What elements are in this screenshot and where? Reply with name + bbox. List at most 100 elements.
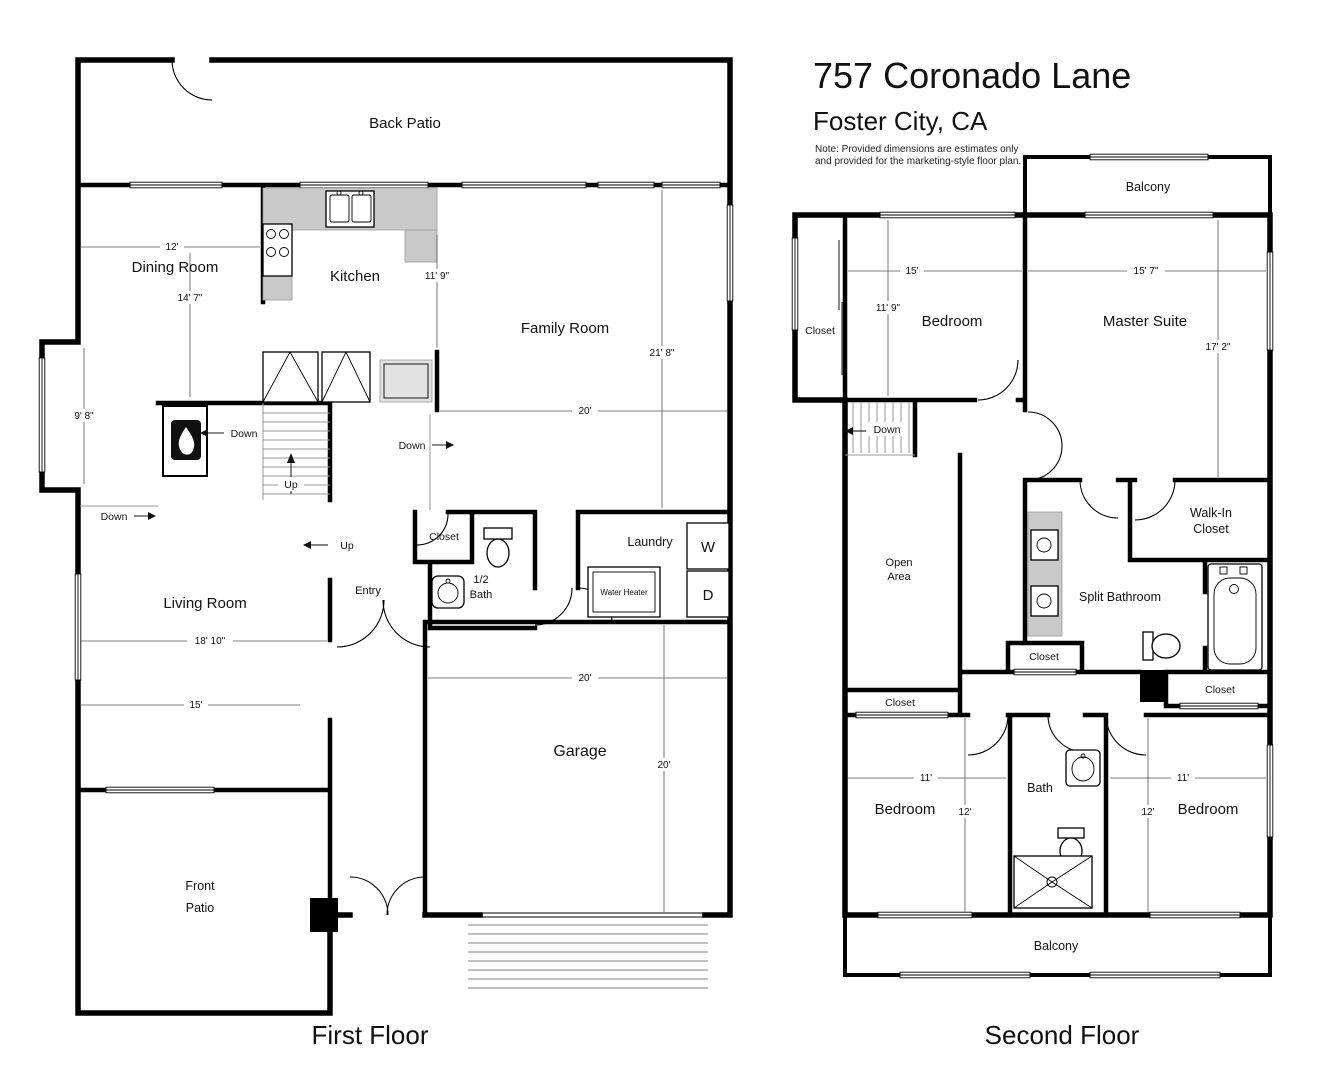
window <box>1266 744 1274 838</box>
sf-split-bathroom <box>1027 511 1263 671</box>
first-floor-plan: Up <box>38 57 734 1050</box>
svg-text:11' 9": 11' 9" <box>425 271 450 282</box>
dim-bedroom-tl-width: 15' <box>848 264 1022 277</box>
bedroom-bl-door-arc <box>967 714 1009 756</box>
sf-bath <box>1013 749 1101 909</box>
ff-doors <box>171 59 705 918</box>
slider-door <box>1149 911 1241 919</box>
svg-text:15' 7": 15' 7" <box>1134 266 1159 277</box>
stairs-up-label: Up <box>284 479 298 491</box>
sf-room-labels: Balcony Closet Bedroom Master Suite Open… <box>805 180 1238 953</box>
sink <box>1030 529 1059 561</box>
label-family-room: Family Room <box>521 320 609 337</box>
svg-text:20': 20' <box>578 673 591 684</box>
svg-text:Down: Down <box>101 511 128 523</box>
dim-bedroom-br-width: 11' <box>1110 771 1266 784</box>
label-bedroom-top-left: Bedroom <box>922 313 983 330</box>
toilet <box>1142 631 1181 661</box>
label-living-room: Living Room <box>163 595 246 612</box>
dim-family-width: 20' <box>440 404 727 417</box>
sf-dimensions: 15' 15' 7" 11' 9" 17' 2" 11' 12' 11' 12' <box>848 220 1266 912</box>
down-arrow <box>845 427 853 435</box>
down-marker: Down <box>399 440 454 452</box>
fireplace <box>162 405 208 477</box>
label-open-area-1: Open <box>886 557 913 569</box>
label-garage: Garage <box>553 743 606 760</box>
bathroom-door-arc <box>1079 479 1119 519</box>
shower <box>1013 855 1093 909</box>
down-marker: Down <box>101 511 156 523</box>
window <box>1266 251 1274 351</box>
sf-stairs: Down <box>845 402 915 456</box>
label-balcony-bottom: Balcony <box>1034 939 1079 953</box>
label-back-patio: Back Patio <box>369 115 441 132</box>
closet-slider <box>1179 702 1259 710</box>
up-arrow <box>287 453 295 463</box>
patio-gate-arc <box>171 59 213 101</box>
label-bedroom-bottom-right: Bedroom <box>1178 801 1239 818</box>
ff-stairs: Up <box>263 412 330 495</box>
railing <box>899 971 1031 979</box>
svg-text:12': 12' <box>1141 807 1154 818</box>
dim-garage-depth: 20' <box>651 625 677 912</box>
dim-dining-width: 12' <box>80 240 260 253</box>
label-open-area-2: Area <box>887 571 911 583</box>
front-door-arc <box>349 876 426 916</box>
header: 757 Coronado Lane Foster City, CA Note: … <box>813 55 1131 167</box>
svg-text:11': 11' <box>1177 773 1189 784</box>
label-split-bathroom: Split Bathroom <box>1079 590 1161 604</box>
window <box>105 786 215 794</box>
dim-bedroom-tl-depth: 11' 9" <box>869 220 907 396</box>
svg-text:14' 7": 14' 7" <box>178 293 203 304</box>
svg-text:Up: Up <box>340 540 354 552</box>
water-heater-label: Water Heater <box>600 588 648 597</box>
sf-doors <box>967 359 1176 756</box>
ff-direction-labels: Down Down Down Up <box>101 428 454 552</box>
label-walk-in-1: Walk-In <box>1190 506 1232 520</box>
bathtub <box>1207 563 1263 671</box>
dim-master-width: 15' 7" <box>1028 264 1266 277</box>
island <box>379 359 433 403</box>
ff-kitchen <box>262 187 438 403</box>
label-closet-top-left: Closet <box>805 325 835 337</box>
washer <box>686 522 730 570</box>
porch-post <box>310 898 338 932</box>
structural-post <box>1140 670 1166 702</box>
first-floor-caption: First Floor <box>312 1020 429 1050</box>
note-line2: and provided for the marketing-style flo… <box>815 156 1021 167</box>
dim-living-width2: 15' <box>80 698 300 711</box>
sink <box>1030 585 1059 617</box>
sink <box>1065 749 1101 787</box>
second-floor-caption: Second Floor <box>985 1020 1140 1050</box>
label-closet-mid: Closet <box>1029 651 1059 663</box>
ff-dimensions: 12' 14' 7" 11' 9" 21' 8" 20' 9' 8" 18' 1… <box>68 190 727 912</box>
svg-text:17' 2": 17' 2" <box>1206 342 1231 353</box>
svg-text:11': 11' <box>920 773 932 784</box>
up-marker: Up <box>303 540 354 552</box>
window <box>299 181 429 189</box>
svg-text:15': 15' <box>905 266 918 277</box>
kitchen-sink <box>325 190 375 228</box>
garage-door <box>480 912 705 918</box>
stairs-down-label: Down <box>874 424 901 436</box>
railing <box>1089 971 1221 979</box>
second-floor-plan: Down 15' <box>791 153 1274 1050</box>
svg-text:9' 8": 9' 8" <box>74 411 94 422</box>
kitchen-appliance <box>404 229 438 263</box>
svg-text:11' 9": 11' 9" <box>876 303 901 314</box>
bath-door-arc <box>534 587 573 626</box>
svg-text:21' 8": 21' 8" <box>650 348 675 359</box>
label-front-patio-1: Front <box>185 879 215 893</box>
dim-bedroom-bl-depth: 12' <box>952 718 978 912</box>
closet-door-arc <box>416 513 449 546</box>
toilet <box>483 527 513 568</box>
label-half-bath-1: 1/2 <box>473 574 488 586</box>
dryer-label: D <box>703 587 714 604</box>
ff-steps <box>80 414 431 510</box>
svg-text:Down: Down <box>399 440 426 452</box>
ff-laundry: W D Water Heater <box>587 522 730 618</box>
page-subtitle: Foster City, CA <box>813 106 988 136</box>
svg-text:20': 20' <box>657 760 670 771</box>
dim-bedroom-bl-width: 11' <box>848 771 1006 784</box>
